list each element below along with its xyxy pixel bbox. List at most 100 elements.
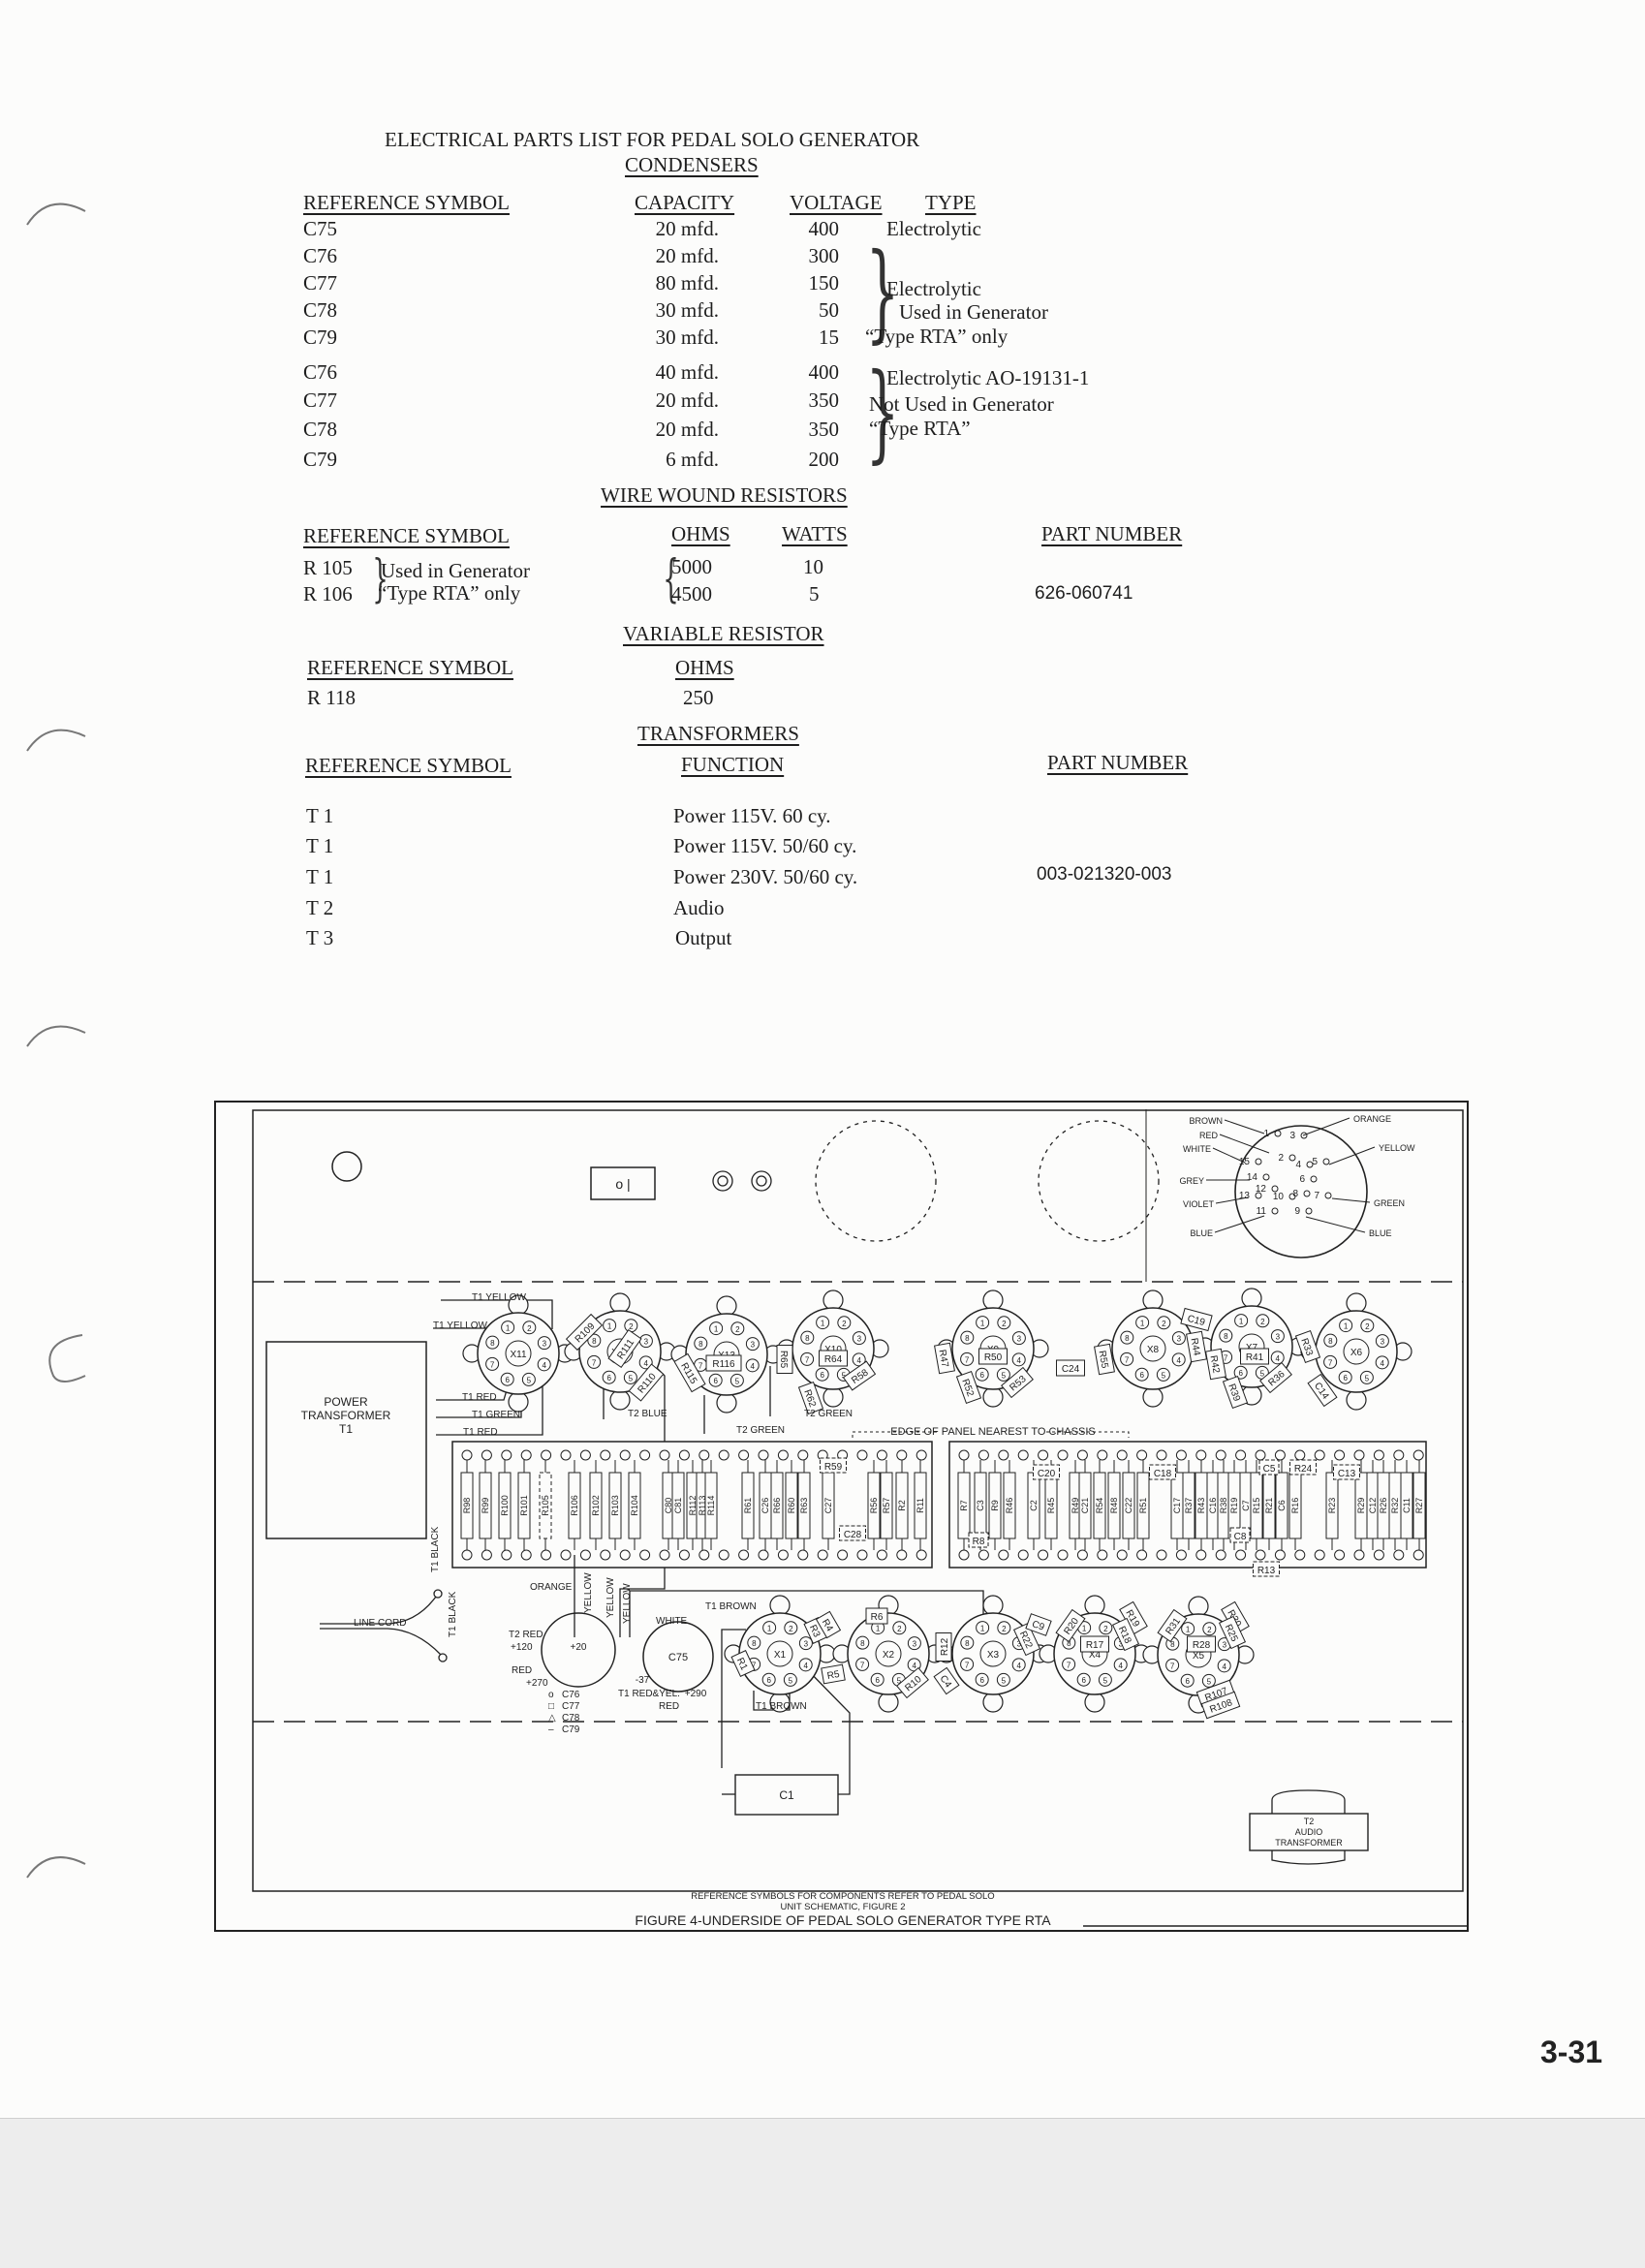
socket-pin-number: 6: [766, 1676, 771, 1685]
component-body: [819, 1350, 848, 1367]
terminal: [758, 1449, 769, 1461]
pin-leader: [1302, 1117, 1350, 1136]
terminal: [1255, 1549, 1266, 1561]
c75-can: [642, 1621, 714, 1693]
terminal: [1334, 1449, 1346, 1461]
terminal: [541, 1549, 552, 1561]
socket-lug: [1346, 1292, 1367, 1314]
voltage: 50: [819, 298, 839, 322]
plug-pin: [1274, 1130, 1282, 1137]
socket-pin: [975, 1672, 989, 1687]
terminal: [1156, 1449, 1167, 1461]
terminal: [1116, 1449, 1128, 1461]
socket-pin-number: 7: [1125, 1355, 1130, 1364]
socket-pin-number: 2: [1103, 1625, 1108, 1633]
socket-pin: [798, 1636, 813, 1651]
component-body: [820, 1457, 847, 1474]
terminal: [1156, 1549, 1167, 1561]
socket-component: R116: [705, 1354, 742, 1372]
socket-pin-number: 3: [1177, 1335, 1182, 1344]
socket-pin-number: 5: [1103, 1676, 1108, 1685]
socket-pin-number: 3: [543, 1340, 547, 1349]
terminal: [501, 1449, 512, 1461]
socket-pin-number: 6: [606, 1374, 611, 1383]
plug-connector: [1234, 1125, 1368, 1258]
terminal: [1334, 1549, 1346, 1561]
terminal: [659, 1449, 670, 1461]
component-body: [704, 1472, 718, 1539]
terminal: [998, 1449, 1009, 1461]
dashed-socket: [815, 1120, 937, 1242]
wire-label: T1 RED: [462, 1392, 497, 1403]
component-body: [896, 1666, 929, 1699]
wire: [721, 1629, 746, 1768]
power-transformer-label: POWER: [324, 1395, 368, 1409]
component-body: [1289, 1459, 1317, 1476]
socket-pin-number: 1: [821, 1320, 825, 1328]
terminal: [698, 1449, 710, 1461]
socket-component: R3: [803, 1616, 828, 1645]
socket-pin-number: 6: [713, 1377, 718, 1385]
socket-pin: [1157, 1316, 1171, 1330]
component-body: [1180, 1307, 1213, 1332]
socket-key: [766, 1640, 793, 1667]
wire-label: -37: [636, 1675, 650, 1686]
socket-pin: [730, 1321, 745, 1336]
socket-component: C9: [1025, 1613, 1052, 1636]
component-body: [671, 1472, 685, 1539]
component-label: R57: [882, 1498, 891, 1514]
power-transformer-label: TRANSFORMER: [301, 1409, 391, 1422]
component-label: R55: [1097, 1350, 1110, 1369]
triangle-symbol: △: [548, 1713, 556, 1724]
capacity: 80 mfd.: [655, 271, 719, 295]
socket-pin: [815, 1367, 829, 1382]
socket-pin-number: 5: [789, 1676, 793, 1685]
terminal: [520, 1549, 532, 1561]
component-body: [568, 1472, 581, 1539]
variable-resistor-heading: VARIABLE RESISTOR: [623, 622, 824, 645]
socket-pin: [762, 1621, 777, 1635]
component-label: C17: [1172, 1498, 1182, 1514]
socket-component: C14: [1307, 1373, 1338, 1408]
legend-item: C78: [562, 1713, 580, 1724]
socket-pin: [485, 1335, 500, 1350]
ref: R 106: [303, 582, 353, 606]
socket-pin-number: 1: [714, 1325, 719, 1334]
t2-label: T2: [1304, 1817, 1315, 1826]
socket-pin-number: 6: [1238, 1369, 1243, 1378]
socket-lug: [1084, 1595, 1105, 1616]
component-label: R26: [1379, 1498, 1388, 1514]
pin-leader: [1328, 1146, 1376, 1165]
socket-pin-number: 7: [965, 1661, 970, 1669]
hole-punch: [26, 1025, 86, 1047]
plug-pin-number: 11: [1257, 1206, 1267, 1217]
component-label: R65: [778, 1351, 789, 1369]
col-capacity: CAPACITY: [635, 191, 735, 214]
terminal: [738, 1449, 750, 1461]
wire-label: YELLOW: [583, 1572, 594, 1613]
voltage: 400: [808, 217, 840, 240]
socket-pin: [800, 1351, 815, 1366]
component-body: [776, 1345, 793, 1374]
terminal: [1274, 1549, 1286, 1561]
socket-pin-number: 2: [1365, 1322, 1370, 1331]
socket-pin-number: 4: [1176, 1356, 1181, 1365]
component-body: [741, 1472, 755, 1539]
voltage: 15: [819, 326, 839, 349]
socket-pin-number: 1: [876, 1625, 881, 1633]
socket-pin: [1062, 1657, 1076, 1671]
component-body: [1275, 1472, 1288, 1539]
socket-pin-number: 1: [980, 1625, 985, 1633]
plug-pin: [1306, 1161, 1314, 1168]
socket-lug: [1142, 1289, 1164, 1311]
socket-pin-number: 1: [767, 1625, 772, 1633]
terminal: [481, 1549, 492, 1561]
terminal-board-left: [451, 1441, 933, 1569]
ref: T 3: [306, 926, 334, 949]
socket-pin: [996, 1367, 1010, 1382]
socket-pin-number: 3: [751, 1341, 756, 1350]
wire-color-label: VIOLET: [1183, 1199, 1215, 1209]
